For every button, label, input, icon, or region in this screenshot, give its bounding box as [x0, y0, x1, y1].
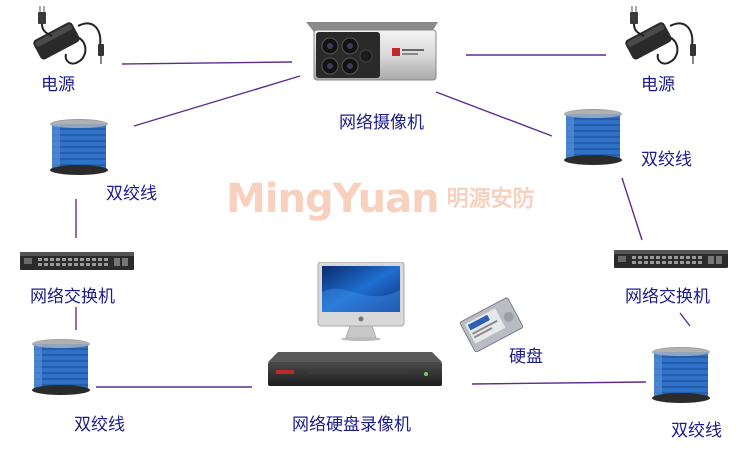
- line-camera-cable-top-right: [435, 91, 553, 137]
- watermark-text-cn: 明源安防: [446, 187, 535, 212]
- switch-right-label: 网络交换机: [625, 287, 710, 307]
- line-cable-top-right-switch: [621, 177, 643, 241]
- switch-left-label: 网络交换机: [30, 287, 115, 307]
- cable-bottom-right-label: 双绞线: [671, 421, 722, 441]
- power-right-icon: [620, 6, 702, 72]
- power-right-label: 电源: [641, 75, 675, 95]
- line-nvr-cable-bottom-right: [471, 381, 647, 385]
- watermark-text-en: MingYuan: [226, 176, 440, 222]
- hdd-icon: [458, 296, 524, 356]
- monitor-icon: [316, 261, 406, 346]
- switch-left-icon: [20, 250, 134, 278]
- cable-top-right-icon: [562, 108, 624, 170]
- line-camera-cable-top-left: [133, 75, 301, 127]
- switch-right-icon: [614, 248, 728, 276]
- cable-top-left-label: 双绞线: [106, 184, 157, 204]
- camera-label: 网络摄像机: [339, 113, 424, 133]
- cable-bottom-left-icon: [30, 338, 92, 400]
- nvr-icon: [268, 352, 442, 392]
- cable-bottom-right-icon: [650, 346, 712, 408]
- hdd-label: 硬盘: [509, 347, 543, 367]
- cable-top-right-label: 双绞线: [641, 150, 692, 170]
- nvr-label: 网络硬盘录像机: [292, 415, 411, 435]
- camera-icon: [300, 18, 442, 88]
- cable-bottom-left-label: 双绞线: [74, 415, 125, 435]
- power-left-label: 电源: [41, 75, 75, 95]
- line-power-left-camera: [121, 61, 293, 65]
- cable-top-left-icon: [48, 118, 110, 180]
- power-left-icon: [28, 6, 110, 72]
- line-switch-right-cable: [679, 312, 691, 327]
